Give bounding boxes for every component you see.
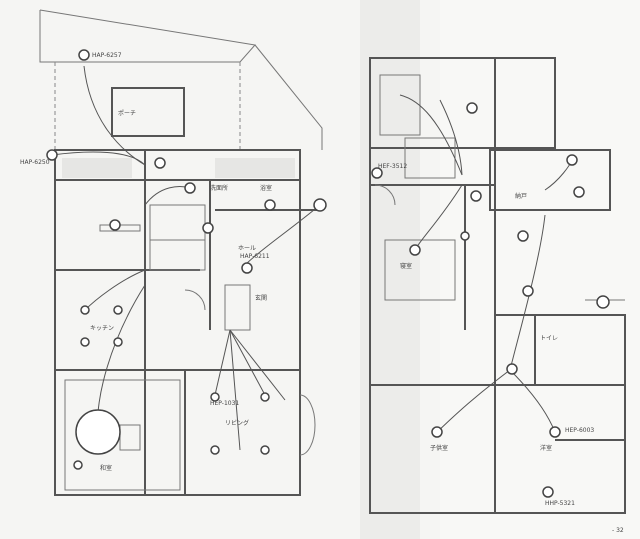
label-entry: 玄関 xyxy=(255,294,267,302)
floor-1-plan xyxy=(39,9,323,496)
label-closet: 納戸 xyxy=(515,192,527,200)
code-3: HEF-3512 xyxy=(378,163,407,170)
label-bath: 浴室 xyxy=(260,184,272,192)
label-hall: ホール xyxy=(238,245,256,252)
label-living: リビング xyxy=(225,419,249,427)
label-kids-room: 子供室 xyxy=(430,444,448,452)
room-labels: ポーチ 洗面所 玄関 キッチン リビング 和室 ホール 浴室 寝室 納戸 子供室… xyxy=(90,109,558,472)
label-porch: ポーチ xyxy=(118,109,136,117)
code-6: HEP-6003 xyxy=(565,427,594,434)
code-7: HHP-5321 xyxy=(545,500,575,507)
label-toilet: トイレ xyxy=(540,335,558,342)
label-western-room: 洋室 xyxy=(540,444,552,452)
light-fixtures xyxy=(46,49,610,498)
code-1: HAP-6257 xyxy=(92,52,122,59)
label-washroom: 洗面所 xyxy=(210,184,228,192)
label-kitchen: キッチン xyxy=(90,325,114,332)
code-4: HEP-1031 xyxy=(210,400,239,407)
label-bedroom: 寝室 xyxy=(400,262,412,270)
code-5: HAP-6211 xyxy=(240,253,270,260)
fixture-codes: HAP-6257 HAP-6250 HEF-3512 HEP-1031 HAP-… xyxy=(20,52,624,534)
code-2: HAP-6250 xyxy=(20,159,50,166)
page-mark: - 32 xyxy=(612,527,624,534)
label-japanese-room: 和室 xyxy=(100,464,112,472)
